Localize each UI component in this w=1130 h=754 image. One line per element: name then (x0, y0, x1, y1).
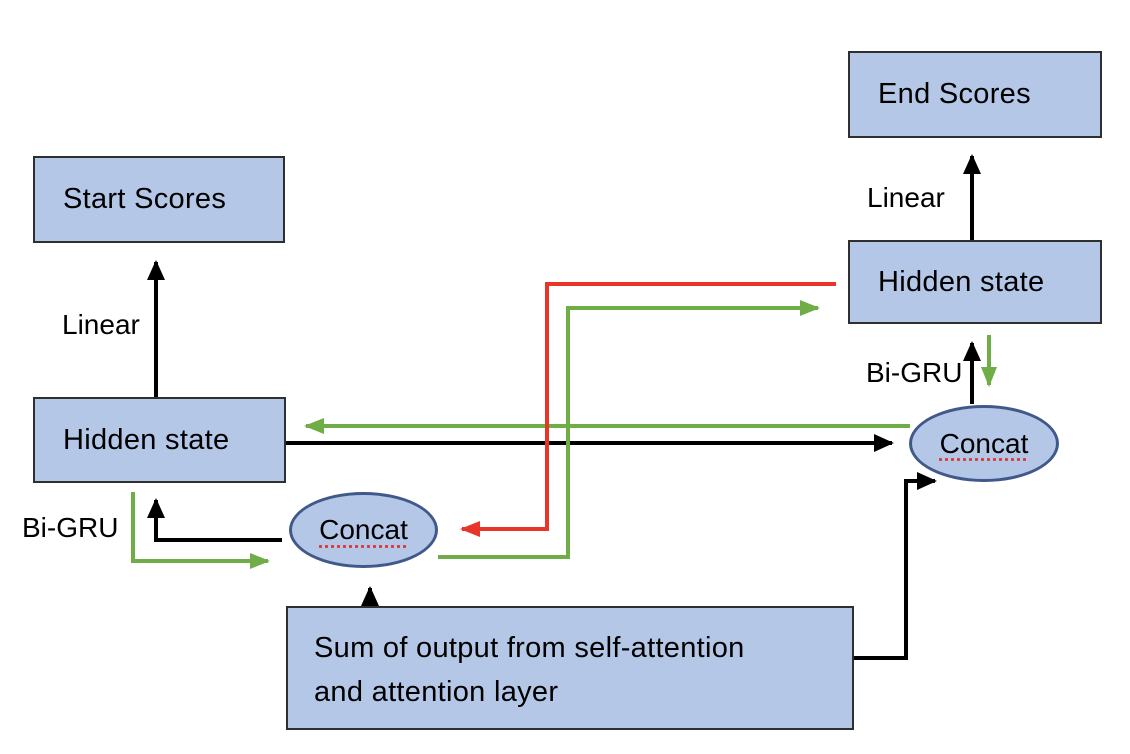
start-scores-box: Start Scores (33, 156, 285, 243)
edge-bigru-left-black (147, 498, 282, 542)
concat-right-ellipse: Concat (909, 405, 1059, 482)
linear-left-label: Linear (62, 309, 140, 340)
hidden-state-right-label: Hidden state (878, 265, 1045, 298)
concat-left-ellipse: Concat (289, 492, 438, 568)
sum-label-line1: Sum of output from self-attention (314, 632, 745, 664)
start-scores-label: Start Scores (63, 183, 227, 215)
hidden-state-left-label: Hidden state (63, 423, 230, 456)
edge-green-concat-left-to-hidden-right (438, 300, 820, 559)
sum-label-line2: and attention layer (314, 676, 559, 708)
concat-left-label: Concat (319, 514, 408, 545)
hidden-state-left-box: Hidden state (33, 397, 286, 483)
concat-right-label: Concat (939, 427, 1029, 459)
end-scores-box: End Scores (848, 51, 1102, 138)
edge-red-hidden-right-to-concat-left (460, 282, 836, 537)
bigru-left-label: Bi-GRU (22, 512, 119, 543)
sum-box: Sum of output from self-attention and at… (286, 606, 854, 730)
end-scores-label: End Scores (878, 78, 1031, 110)
hidden-state-right-box: Hidden state (848, 240, 1102, 324)
edge-sum-to-concat-right (854, 472, 937, 660)
linear-right-label: Linear (867, 182, 945, 213)
bigru-right-label: Bi-GRU (866, 357, 963, 388)
edge-bigru-left-green (131, 492, 270, 569)
